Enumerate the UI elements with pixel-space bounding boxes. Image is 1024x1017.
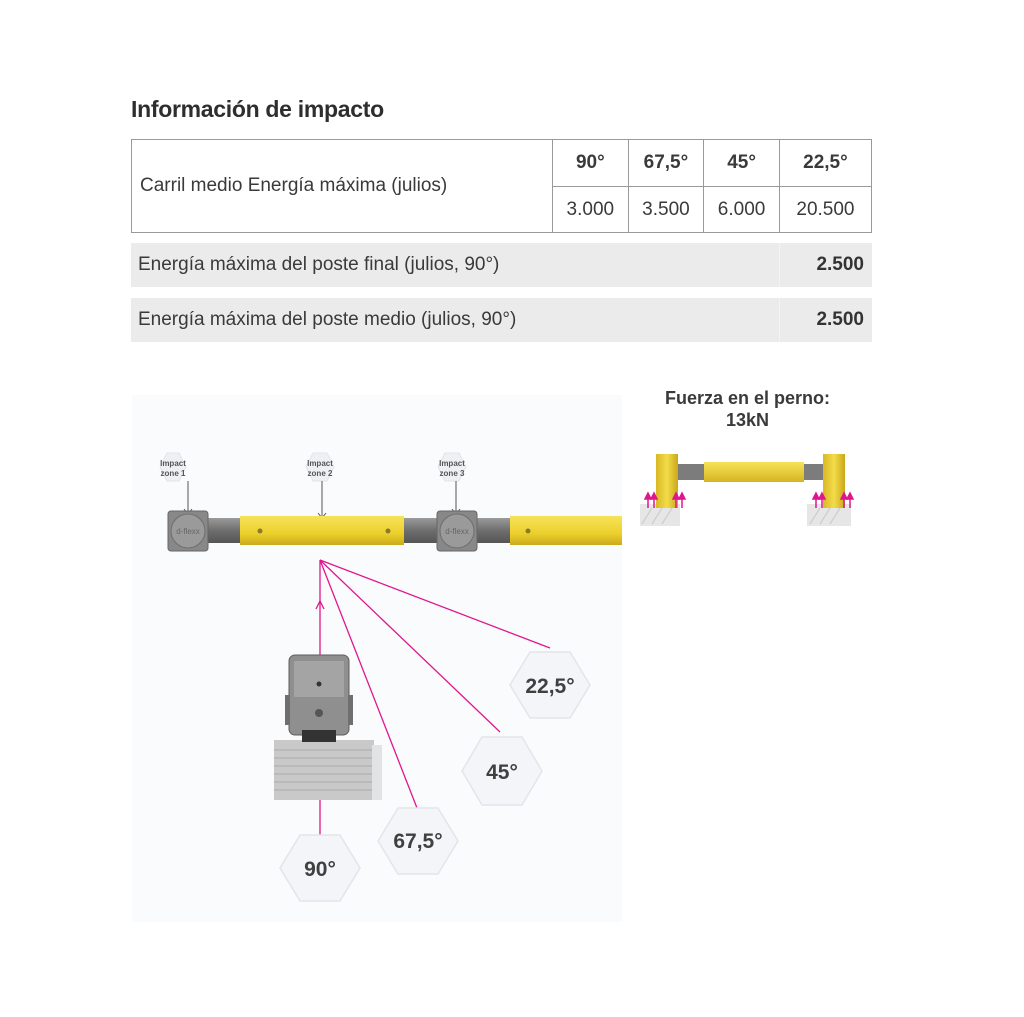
mid-post-energy-value: 2.500 <box>779 298 872 342</box>
end-post-energy-label: Energía máxima del poste final (julios, … <box>138 254 500 275</box>
svg-text:90°: 90° <box>304 858 336 881</box>
svg-text:Impact: Impact <box>160 459 186 468</box>
svg-text:d-flexx: d-flexx <box>176 527 200 536</box>
svg-text:Impact: Impact <box>307 459 333 468</box>
impact-zone-1-badge: Impact zone 1 <box>159 452 193 515</box>
table-row-label: Carril medio Energía máxima (julios) <box>131 139 553 233</box>
angle-badge-45: 45° <box>461 736 543 806</box>
svg-text:zone 1: zone 1 <box>161 469 186 478</box>
impact-diagram: Impact zone 1 Impact zone 2 Impact zone … <box>132 395 622 922</box>
end-post-energy-value: 2.500 <box>779 243 872 287</box>
svg-text:45°: 45° <box>486 761 518 784</box>
angle-badge-90: 90° <box>279 834 361 902</box>
impact-angle-lines <box>315 559 551 835</box>
post-1: d-flexx <box>167 510 209 552</box>
table-header-22-5: 22,5° <box>778 139 873 187</box>
table-value-90: 3.000 <box>552 186 629 233</box>
table-header-45: 45° <box>703 139 780 187</box>
table-header-90: 90° <box>552 139 629 187</box>
impact-table: Carril medio Energía máxima (julios) 90°… <box>131 139 873 233</box>
svg-text:22,5°: 22,5° <box>525 675 574 698</box>
post-2: d-flexx <box>436 510 478 552</box>
table-header-67-5: 67,5° <box>627 139 705 187</box>
svg-text:d-flexx: d-flexx <box>445 527 469 536</box>
bolt-force-value: 13kN <box>725 410 770 430</box>
svg-text:67,5°: 67,5° <box>393 830 442 853</box>
impact-zone-3-badge: Impact zone 3 <box>437 452 467 515</box>
svg-text:zone 2: zone 2 <box>308 469 333 478</box>
barrier-rail <box>192 516 622 545</box>
mid-post-energy-row: Energía máxima del poste medio (julios, … <box>131 298 872 342</box>
table-value-67-5: 3.500 <box>627 186 705 233</box>
bolt-force-title: Fuerza en el perno: 13kN <box>640 387 855 431</box>
impact-zone-2-badge: Impact zone 2 <box>305 452 335 519</box>
forklift-truck-icon <box>274 654 382 800</box>
end-post-energy-row: Energía máxima del poste final (julios, … <box>131 243 872 287</box>
mid-post-energy-label: Energía máxima del poste medio (julios, … <box>138 309 517 330</box>
bolt-force-diagram <box>640 454 855 526</box>
bolt-force-label: Fuerza en el perno: <box>664 388 831 408</box>
page-title: Información de impacto <box>131 96 384 122</box>
svg-text:Impact: Impact <box>439 459 465 468</box>
svg-text:zone 3: zone 3 <box>440 469 465 478</box>
angle-badge-22-5: 22,5° <box>509 651 591 719</box>
angle-badge-67-5: 67,5° <box>377 807 459 875</box>
impact-diagram-graphic: Impact zone 1 Impact zone 2 Impact zone … <box>159 452 622 902</box>
table-value-22-5: 20.500 <box>778 186 873 233</box>
table-value-45: 6.000 <box>703 186 780 233</box>
